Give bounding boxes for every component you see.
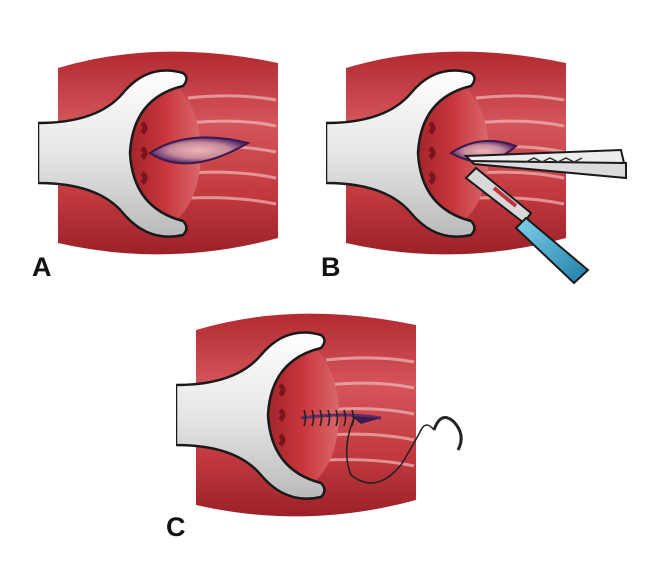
closed-wound xyxy=(300,413,382,420)
wound-end xyxy=(351,416,381,424)
panel-a xyxy=(38,38,288,268)
panel-b-illustration xyxy=(326,51,627,285)
retractor-icon xyxy=(326,69,476,238)
retractor-icon xyxy=(176,331,326,500)
suture-needle-icon xyxy=(432,416,463,451)
forceps-icon xyxy=(463,148,627,180)
retractor-teeth xyxy=(278,383,286,447)
panel-label-c: C xyxy=(166,512,186,542)
wound xyxy=(148,136,251,165)
panel-c-illustration xyxy=(176,313,463,517)
retractor-teeth xyxy=(140,121,148,185)
panel-a-illustration xyxy=(38,51,278,255)
panel-c xyxy=(176,300,476,540)
panel-label-a: A xyxy=(32,252,52,282)
retractor-icon xyxy=(38,69,188,238)
suture-thread xyxy=(345,417,435,484)
retractor-teeth xyxy=(428,121,436,185)
panel-b xyxy=(326,38,636,288)
panel-label-b: B xyxy=(321,252,341,282)
scalpel-icon xyxy=(464,166,590,285)
